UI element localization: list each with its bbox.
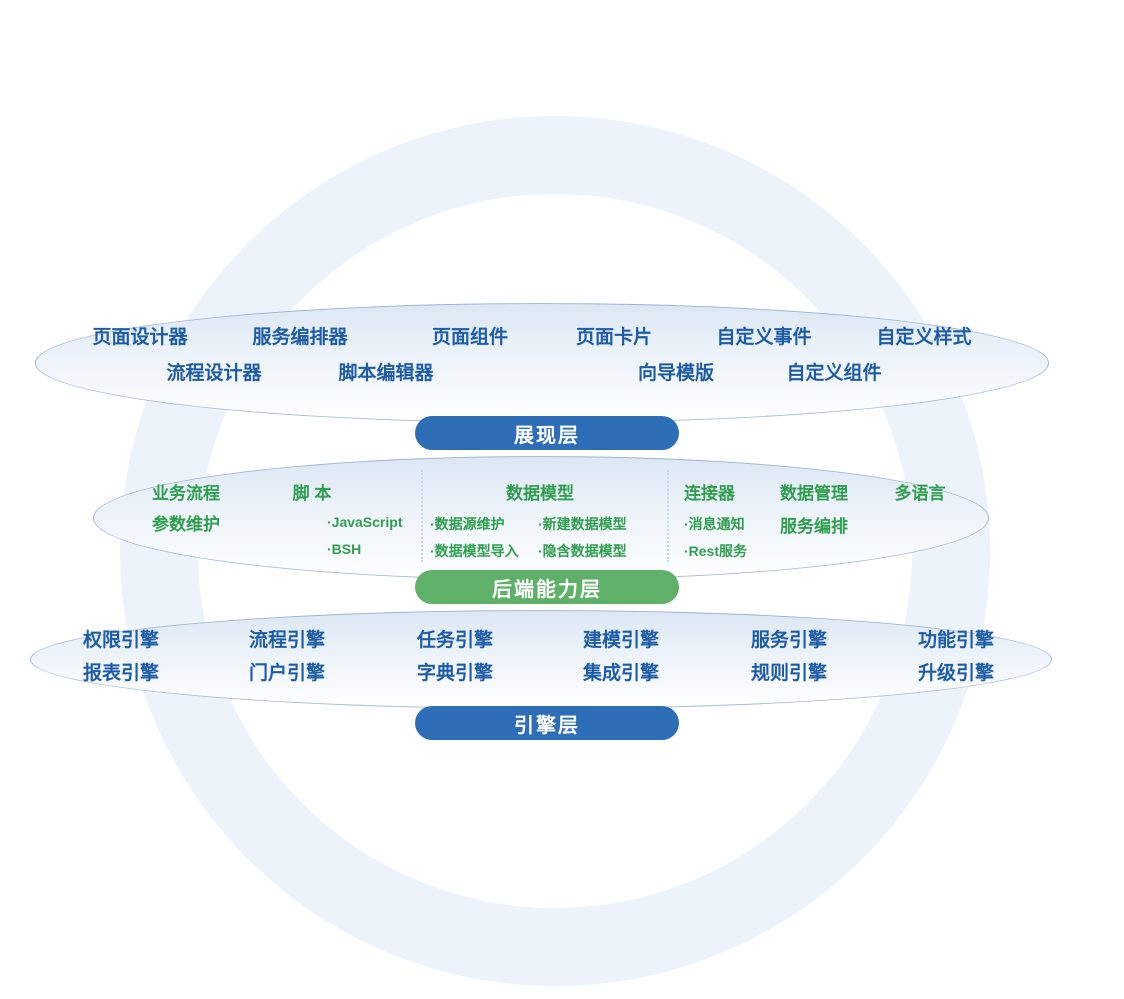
engine-item: 功能引擎 xyxy=(917,630,995,651)
engine-item: 集成引擎 xyxy=(582,663,660,684)
backend-layer-label: 后端能力层 xyxy=(492,578,602,601)
backend-group-title: 脚 本 xyxy=(292,484,332,503)
backend-subitem: ·数据模型导入 xyxy=(430,543,519,559)
engine-item: 流程引擎 xyxy=(248,630,326,651)
backend-group-title: 连接器 xyxy=(684,484,735,503)
backend-item: 多语言 xyxy=(894,484,946,503)
presentation-layer-pill: 展现层 xyxy=(415,416,679,450)
presentation-layer-label: 展现层 xyxy=(514,424,580,447)
backend-item: 业务流程 xyxy=(152,484,220,503)
backend-layer-pill: 后端能力层 xyxy=(415,570,679,604)
engine-item: 门户引擎 xyxy=(248,663,326,684)
backend-item: 参数维护 xyxy=(152,515,220,534)
presentation-item: 页面卡片 xyxy=(575,327,653,348)
backend-subitem: ·新建数据模型 xyxy=(538,516,627,532)
engine-item: 任务引擎 xyxy=(416,630,494,651)
engine-item: 字典引擎 xyxy=(416,663,494,684)
presentation-item: 脚本编辑器 xyxy=(338,363,434,384)
backend-subitem: ·Rest服务 xyxy=(684,543,748,559)
engine-item: 报表引擎 xyxy=(82,663,160,684)
backend-group-title: 数据模型 xyxy=(506,484,574,503)
presentation-item: 页面组件 xyxy=(431,327,509,348)
backend-subitem: ·消息通知 xyxy=(684,516,745,532)
separator-line xyxy=(421,470,423,562)
presentation-layer-ellipse xyxy=(35,303,1049,423)
backend-subitem: ·JavaScript xyxy=(327,514,403,530)
backend-subitem: ·BSH xyxy=(327,541,362,557)
separator-line xyxy=(667,470,669,562)
backend-subitem: ·隐含数据模型 xyxy=(538,543,627,559)
engine-item: 服务引擎 xyxy=(750,630,828,651)
presentation-item: 自定义样式 xyxy=(876,327,972,348)
engine-layer-label: 引擎层 xyxy=(514,714,580,737)
presentation-item: 服务编排器 xyxy=(252,327,348,348)
backend-item: 数据管理 xyxy=(780,484,848,503)
engine-item: 权限引擎 xyxy=(82,630,160,651)
backend-subitem: ·数据源维护 xyxy=(430,516,505,532)
presentation-item: 自定义组件 xyxy=(786,363,882,384)
backend-item: 服务编排 xyxy=(780,517,848,536)
engine-item: 规则引擎 xyxy=(750,663,828,684)
engine-layer-pill: 引擎层 xyxy=(415,706,679,740)
presentation-item: 流程设计器 xyxy=(166,363,262,384)
presentation-item: 向导模版 xyxy=(637,363,715,384)
engine-item: 升级引擎 xyxy=(917,663,995,684)
engine-layer-ellipse xyxy=(30,610,1052,709)
presentation-item: 页面设计器 xyxy=(92,327,188,348)
presentation-item: 自定义事件 xyxy=(716,327,812,348)
engine-item: 建模引擎 xyxy=(582,630,660,651)
